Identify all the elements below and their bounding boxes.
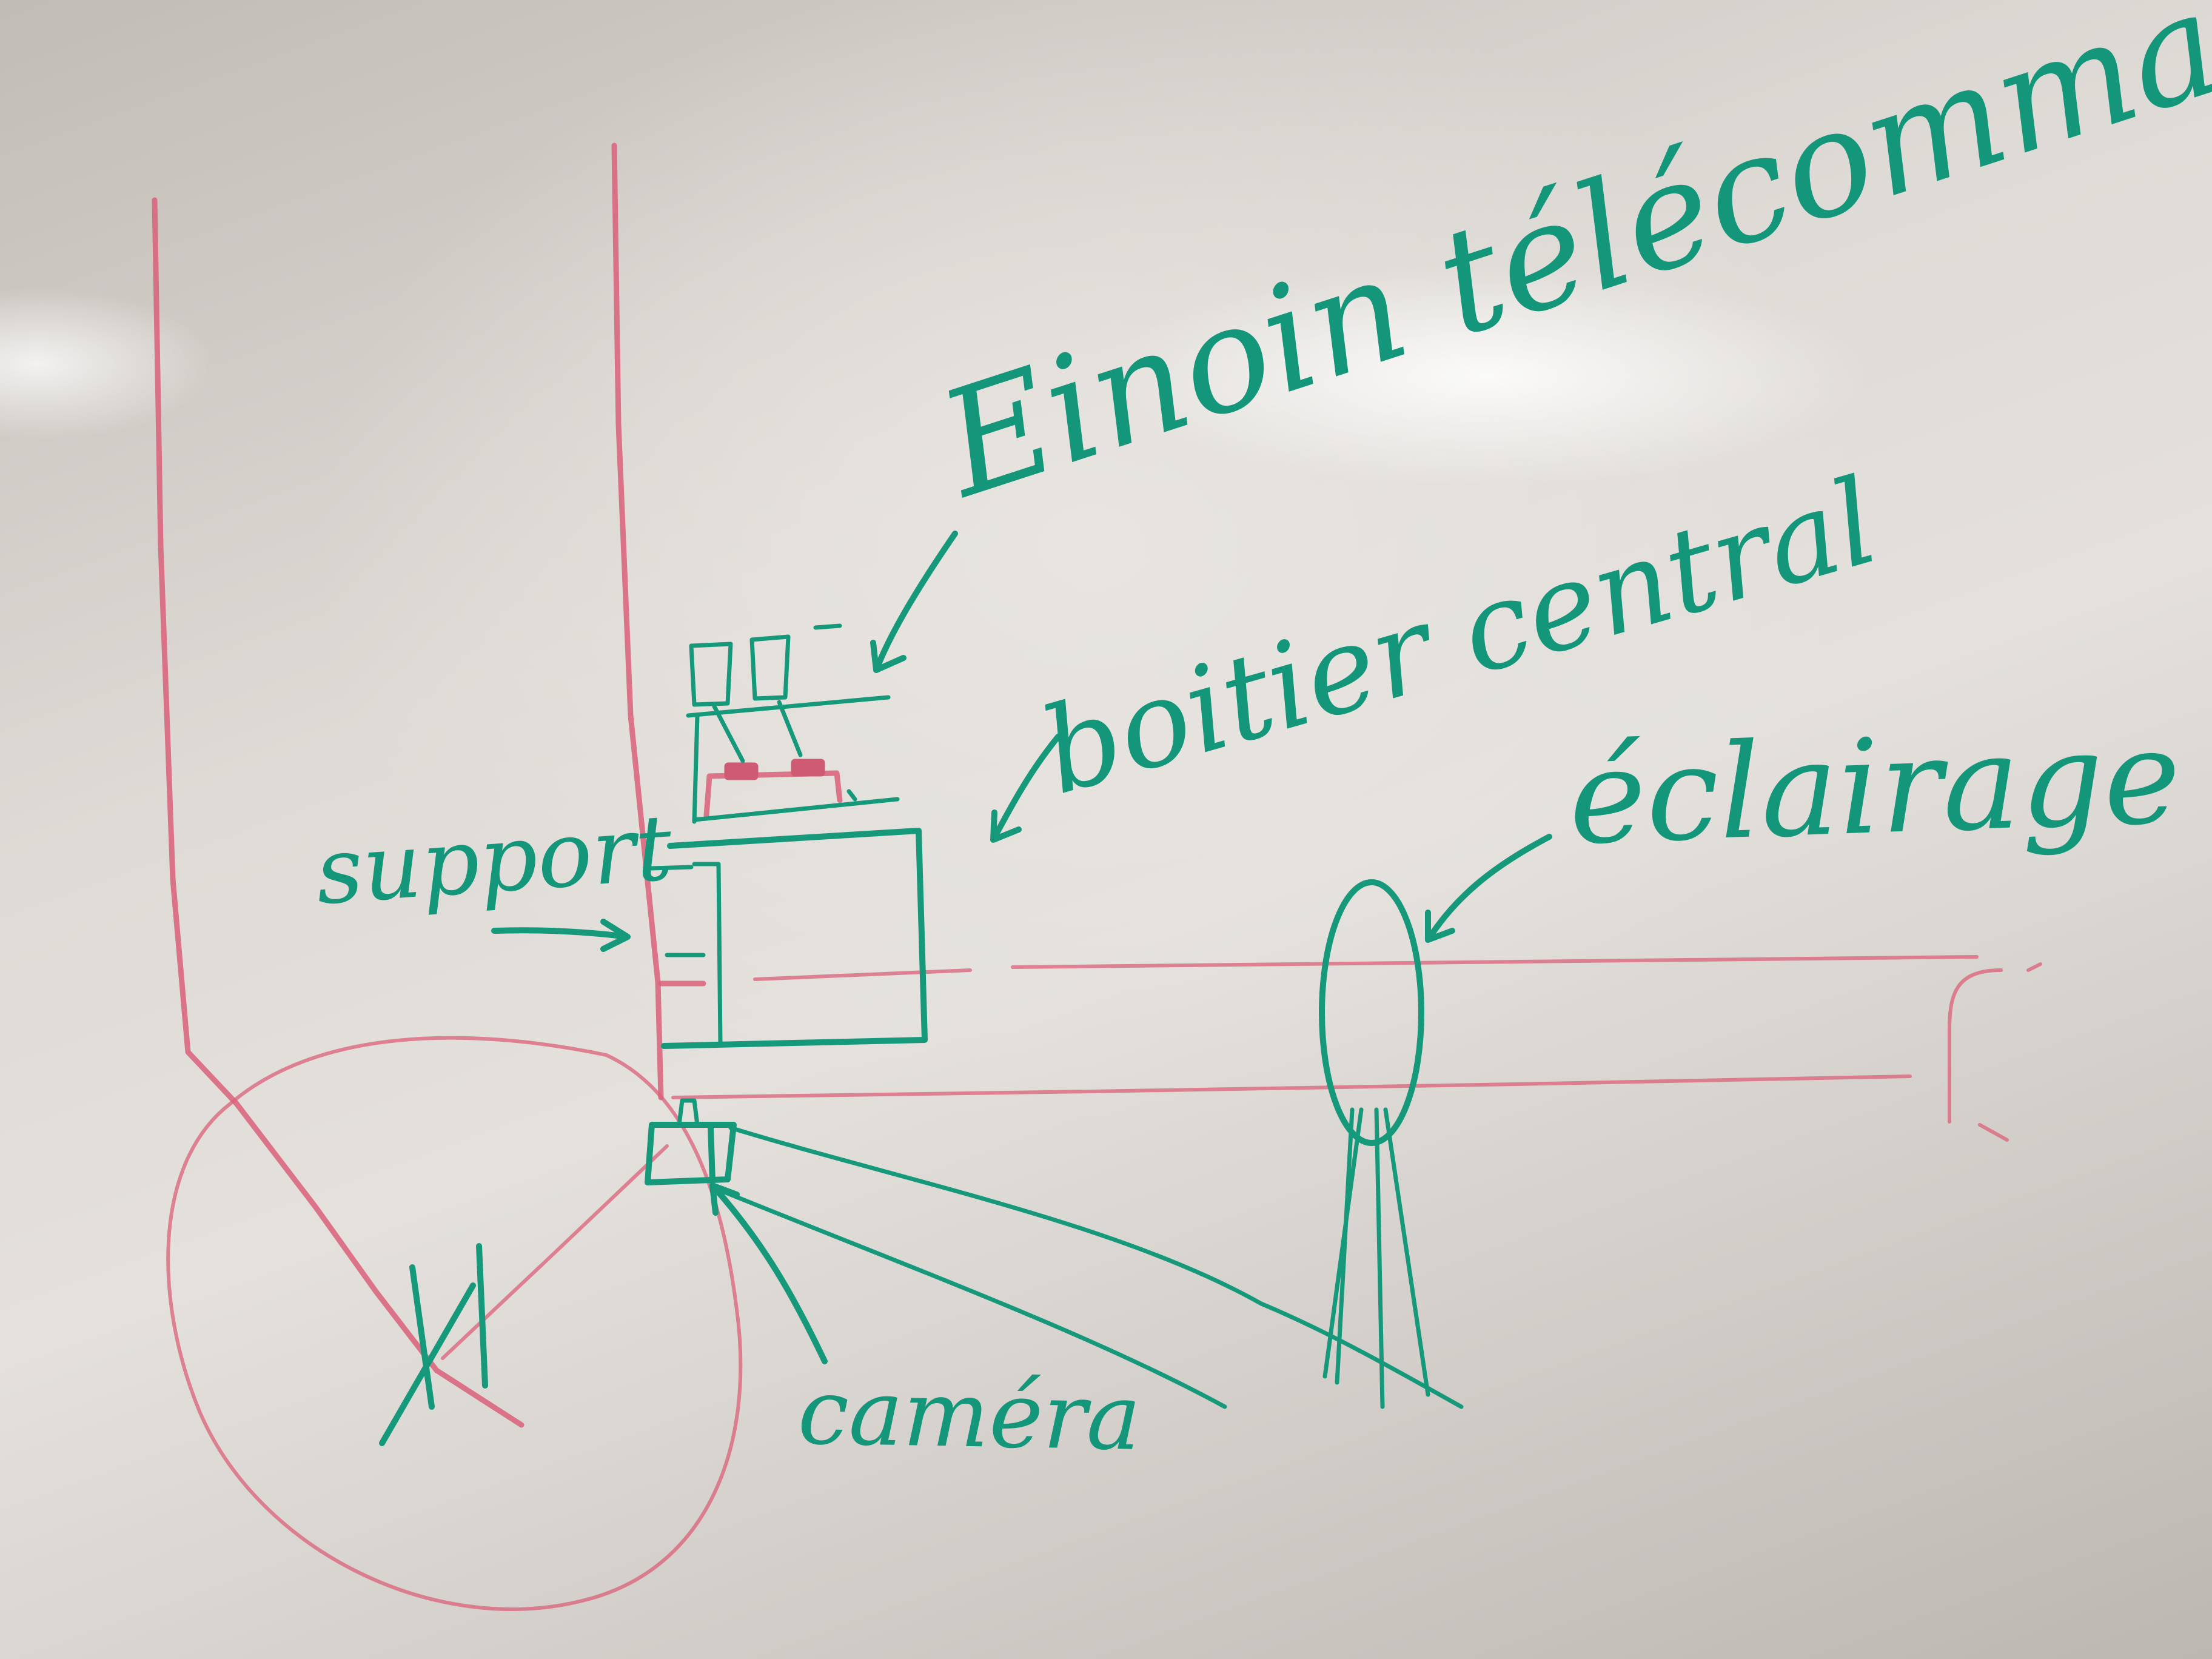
- camera-view-upper: [728, 1125, 1464, 1409]
- wall-line: [611, 142, 664, 1101]
- wheel-circle: [166, 1036, 743, 1611]
- wheel-mark-1: [409, 1264, 435, 1410]
- tripod-leg-3: [1383, 1107, 1430, 1397]
- arrow-lighting: [1425, 834, 1552, 943]
- label-camera: caméra: [797, 1359, 1142, 1471]
- lighting-lamp: [1319, 879, 1430, 1409]
- arrow-camera: [709, 1182, 828, 1364]
- arrow-central-box: [990, 734, 1061, 843]
- remote-square-2: [749, 634, 791, 701]
- arrow-remote: [870, 531, 958, 673]
- lamp-head: [1319, 879, 1424, 1146]
- camera-mount: [708, 1124, 716, 1184]
- remote-floor: [692, 797, 900, 822]
- camera-view-lower: [713, 1186, 1227, 1409]
- label-lighting: éclairage: [1566, 700, 2183, 874]
- remote-base: [703, 770, 843, 819]
- remote-button-2: [791, 759, 825, 777]
- support-bracket-1: [649, 865, 694, 871]
- label-support: support: [312, 795, 675, 925]
- table-lower-line: [671, 1074, 1912, 1099]
- arrow-support: [491, 919, 631, 952]
- camera-body: [645, 1122, 737, 1185]
- camera-device: [645, 1098, 1464, 1409]
- remote-shelf: [686, 695, 891, 718]
- central-box-inner: [692, 862, 723, 1045]
- annotation-arrows: [491, 531, 1552, 1364]
- wheelchair-drawing: [152, 142, 2042, 1611]
- central-box: [649, 828, 928, 1049]
- remote-leg-left: [692, 713, 700, 824]
- table-edge-tick: [1978, 962, 2042, 1142]
- remote-square-1: [689, 642, 733, 707]
- tripod-leg-2: [1374, 1107, 1385, 1409]
- remote-wire-2: [777, 700, 803, 757]
- camera-lens: [677, 1098, 700, 1127]
- remote-small-mark: [846, 789, 857, 802]
- wheel-mark-2: [476, 1243, 488, 1389]
- remote-button-1: [724, 762, 759, 780]
- left-post: [152, 197, 525, 1428]
- central-box-outline: [661, 828, 928, 1049]
- label-remote: Einoin télécommande: [920, 0, 2212, 531]
- remote-wire-1: [712, 704, 745, 763]
- camera-arm: [441, 1144, 669, 1360]
- table-top-line: [753, 955, 1979, 981]
- remote-dash: [813, 623, 842, 630]
- tripod-leg-4: [1335, 1107, 1355, 1385]
- table-edge: [1948, 968, 2003, 1124]
- wheel-mark-3: [379, 1282, 476, 1446]
- wheel-marks: [379, 1243, 488, 1446]
- remote-device: [686, 623, 900, 824]
